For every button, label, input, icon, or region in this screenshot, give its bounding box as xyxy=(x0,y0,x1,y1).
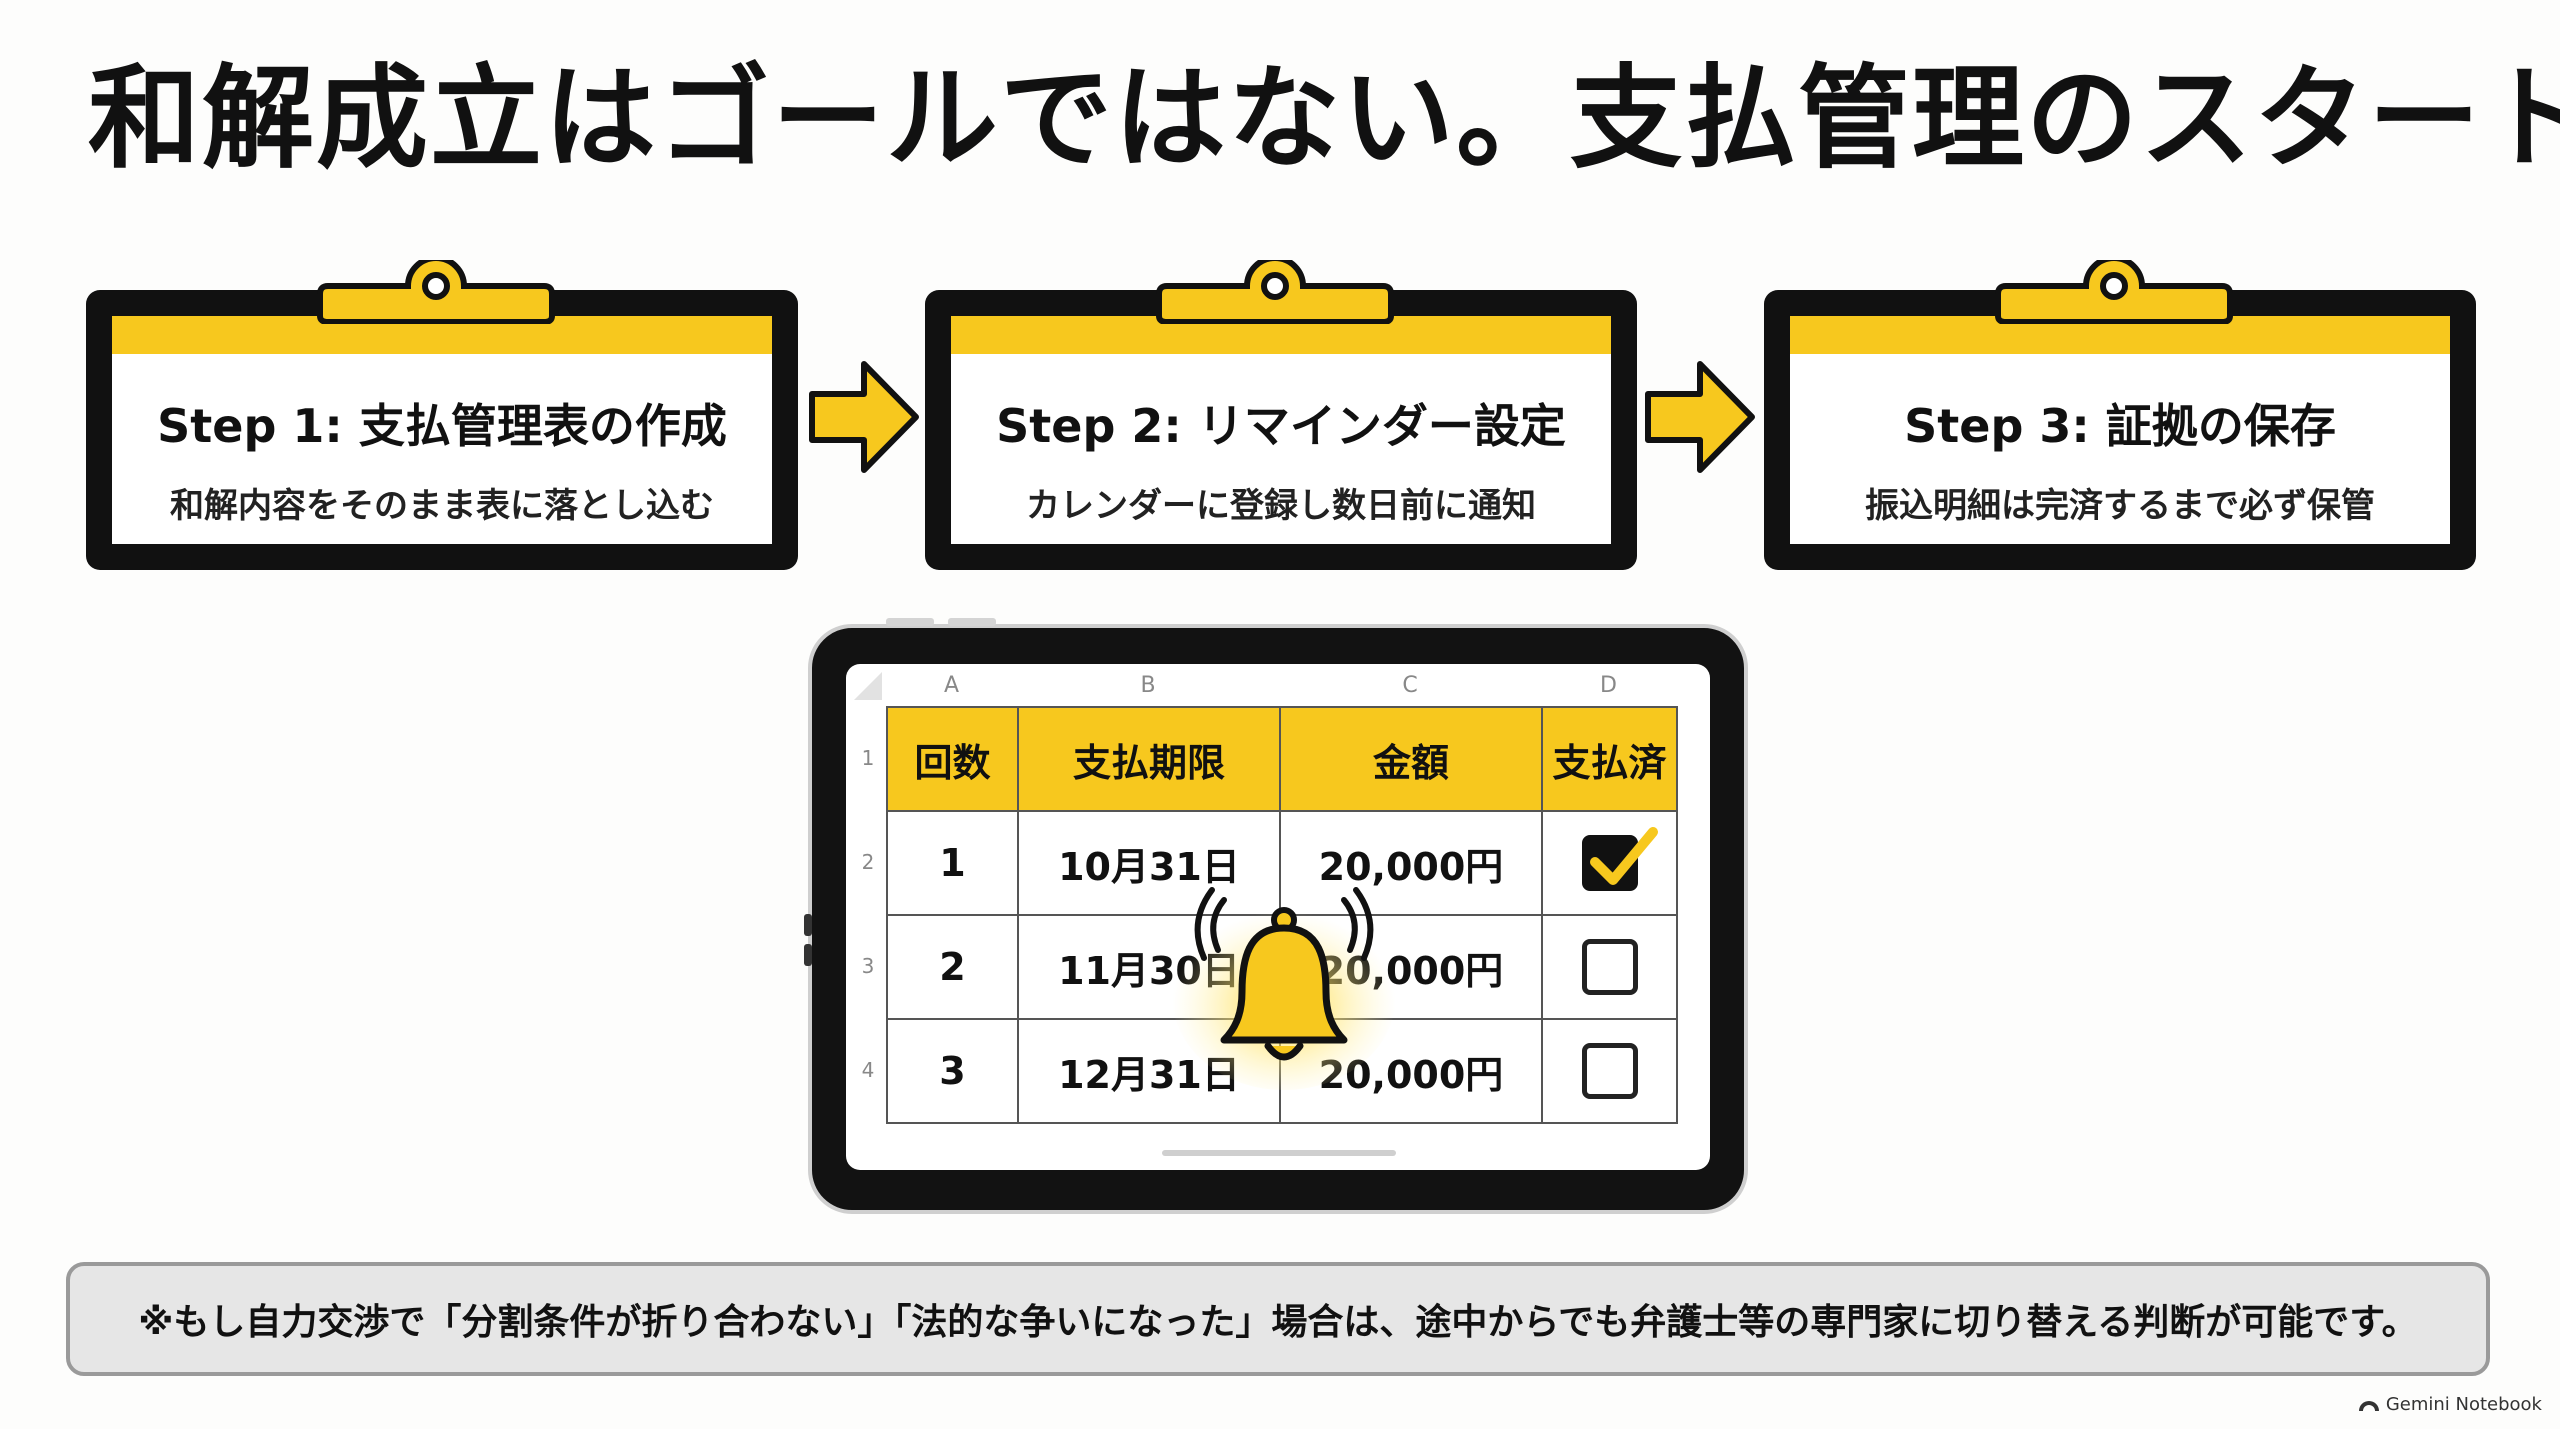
step-card-2: Step 2: リマインダー設定 カレンダーに登録し数日前に通知 xyxy=(925,260,1637,570)
advisory-note: ※もし自力交渉で「分割条件が折り合わない」「法的な争いになった」場合は、途中から… xyxy=(66,1262,2490,1376)
step-heading: Step 2: リマインダー設定 xyxy=(996,399,1566,453)
bell-icon xyxy=(1172,887,1396,1090)
step-card-body: Step 1: 支払管理表の作成 和解内容をそのまま表に落とし込む xyxy=(86,290,798,570)
paid-checkbox[interactable] xyxy=(1581,1043,1638,1099)
clipboard-clip-icon xyxy=(1995,260,2233,324)
header-cell-count[interactable]: 回数 xyxy=(886,706,1019,812)
row-header[interactable]: 3 xyxy=(861,954,875,978)
cell-due[interactable]: 12月31日 xyxy=(1017,1018,1281,1124)
paid-checkbox-checked[interactable] xyxy=(1581,827,1658,891)
page-title: 和解成立はゴールではない。支払管理のスタート xyxy=(88,54,2560,184)
row-header[interactable]: 2 xyxy=(861,850,875,874)
header-cell-amount[interactable]: 金額 xyxy=(1279,706,1543,812)
row-header[interactable]: 1 xyxy=(861,746,875,770)
cell-count[interactable]: 2 xyxy=(886,914,1019,1020)
right-arrow-icon xyxy=(809,361,919,473)
step-subtext: 振込明細は完済するまで必ず保管 xyxy=(1865,486,2375,526)
tablet-volume-button xyxy=(948,618,996,626)
column-header[interactable]: D xyxy=(1600,672,1617,698)
right-arrow-icon xyxy=(1645,361,1755,473)
step-heading: Step 1: 支払管理表の作成 xyxy=(157,399,727,453)
tablet-volume-button xyxy=(886,618,934,626)
row-header[interactable]: 4 xyxy=(861,1058,875,1082)
step-subtext: 和解内容をそのまま表に落とし込む xyxy=(170,486,714,526)
step-heading: Step 3: 証拠の保存 xyxy=(1904,399,2336,453)
cell-count[interactable]: 1 xyxy=(886,810,1019,916)
cell-paid[interactable] xyxy=(1541,1018,1678,1124)
cell-paid[interactable] xyxy=(1541,914,1678,1020)
step-card-body: Step 2: リマインダー設定 カレンダーに登録し数日前に通知 xyxy=(925,290,1637,570)
paid-checkbox[interactable] xyxy=(1581,939,1638,995)
brand-mark: Gemini Notebook xyxy=(2358,1394,2542,1415)
clipboard-clip-icon xyxy=(1156,260,1394,324)
header-cell-due[interactable]: 支払期限 xyxy=(1017,706,1281,812)
select-all-corner[interactable] xyxy=(852,670,884,702)
tablet-side-button xyxy=(804,914,812,936)
clipboard-clip-icon xyxy=(317,260,555,324)
checkmark-icon xyxy=(1589,827,1658,885)
cell-paid[interactable] xyxy=(1541,810,1678,916)
header-cell-paid[interactable]: 支払済 xyxy=(1541,706,1678,812)
notebook-logo-icon xyxy=(2358,1400,2379,1411)
cell-count[interactable]: 3 xyxy=(886,1018,1019,1124)
step-card-1: Step 1: 支払管理表の作成 和解内容をそのまま表に落とし込む xyxy=(86,260,798,570)
step-card-body: Step 3: 証拠の保存 振込明細は完済するまで必ず保管 xyxy=(1764,290,2476,570)
home-indicator[interactable] xyxy=(1162,1150,1396,1156)
step-subtext: カレンダーに登録し数日前に通知 xyxy=(1026,486,1536,526)
column-header[interactable]: A xyxy=(943,672,960,698)
step-card-3: Step 3: 証拠の保存 振込明細は完済するまで必ず保管 xyxy=(1764,260,2476,570)
tablet-side-button xyxy=(804,944,812,966)
column-header[interactable]: B xyxy=(1140,672,1156,698)
column-header[interactable]: C xyxy=(1402,672,1418,698)
brand-name: Gemini Notebook xyxy=(2385,1394,2542,1415)
